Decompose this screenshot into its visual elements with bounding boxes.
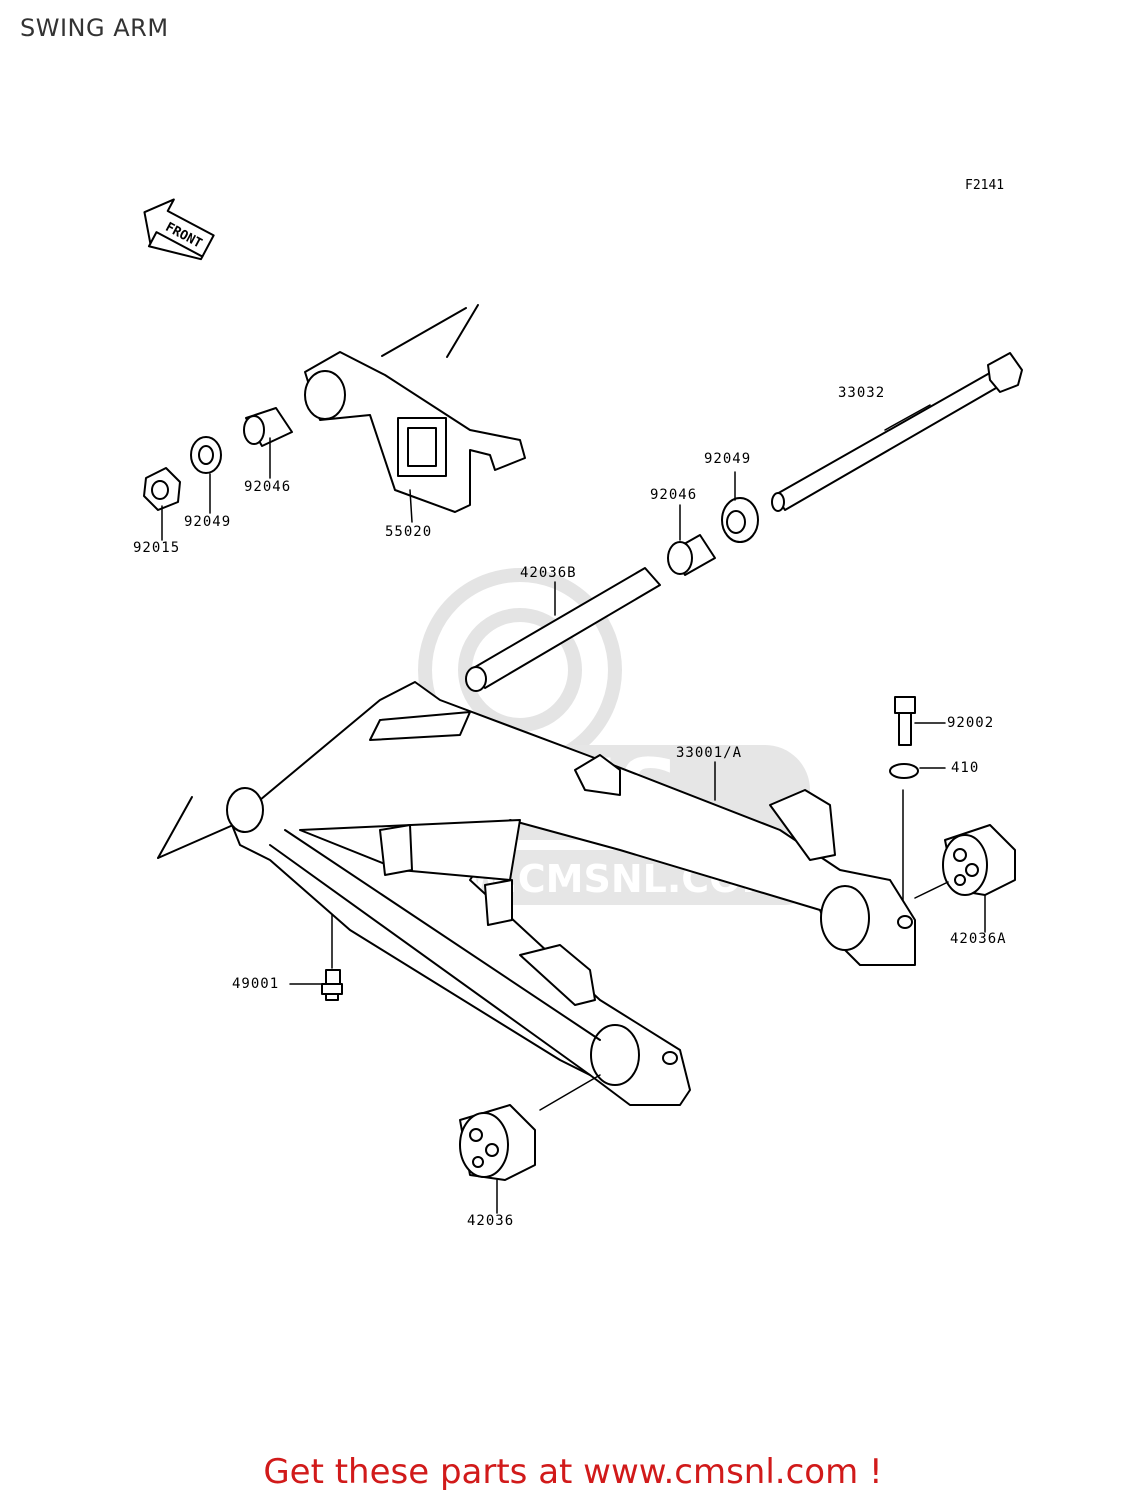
callout-92015: 92015 [133,540,181,556]
seal-right-shape [721,497,759,543]
washer-shape [889,763,919,779]
shaft-shape [771,352,1023,512]
bolt-shape [894,696,916,746]
swing-arm-shape [226,681,916,1106]
callout-33001A: 33001/A [676,745,743,761]
bearing-right-shape [667,534,716,576]
callout-92046-left: 92046 [244,479,292,495]
callout-410: 410 [951,760,980,776]
adjuster-right-shape [942,824,1016,896]
footer-parts-link[interactable]: Get these parts at www.cmsnl.com ! [263,1452,883,1492]
callout-55020: 55020 [385,524,433,540]
chain-guard-shape [304,351,526,513]
front-arrow-icon: FRONT [143,198,215,261]
callout-92049-left: 92049 [184,514,232,530]
callout-42036B: 42036B [520,565,577,581]
callout-49001: 49001 [232,976,280,992]
adjuster-left-shape [459,1104,536,1181]
callout-92002: 92002 [947,715,995,731]
figure-code: F2141 [965,178,1005,193]
callout-42036A: 42036A [950,931,1007,947]
callout-92046-right: 92046 [650,487,698,503]
bearing-left-shape [243,407,293,447]
swing-arm-diagram: FRONT [143,198,1023,1214]
nut-shape [143,467,181,511]
callout-92049-right: 92049 [704,451,752,467]
page-title: SWING ARM [20,14,169,42]
callout-33032: 33032 [838,385,886,401]
seal-left-shape [190,436,222,474]
callout-42036: 42036 [467,1213,515,1229]
collar-shape [465,567,661,692]
grease-nipple-shape [321,969,343,1001]
